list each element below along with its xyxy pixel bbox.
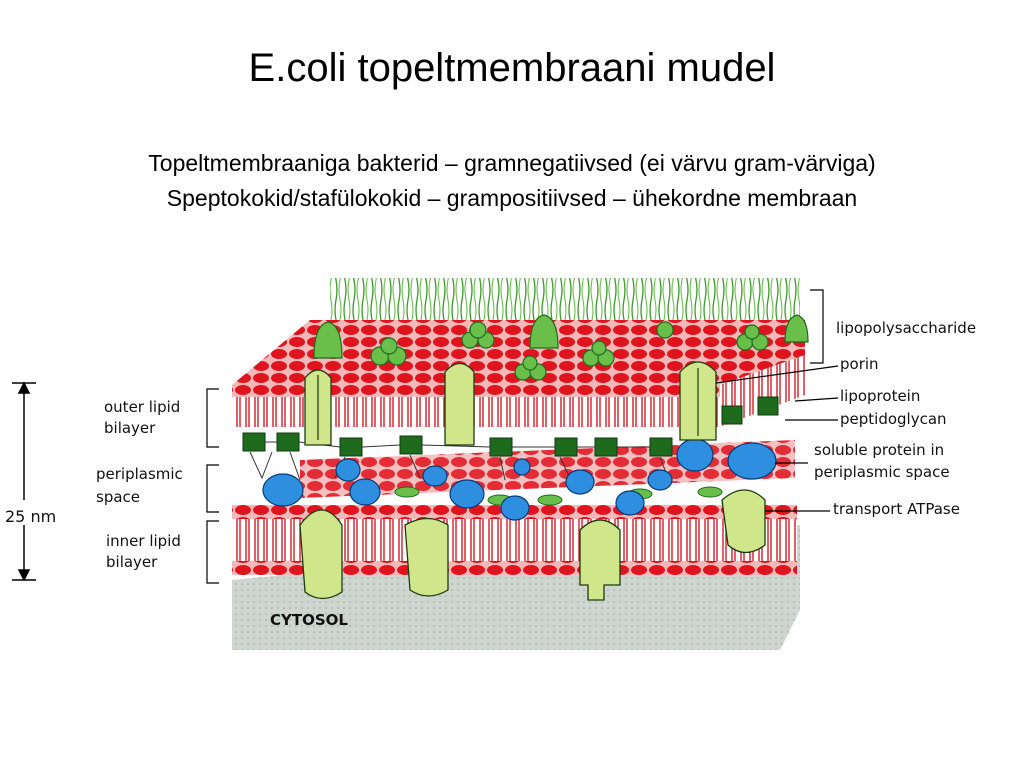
lipoprotein-label: lipoprotein — [840, 387, 921, 405]
scale-bar — [12, 381, 36, 582]
left-brackets — [206, 388, 219, 584]
porin-label: porin — [840, 355, 879, 373]
soluble-protein-label-line-2: periplasmic space — [814, 463, 950, 481]
slide-title: E.coli topeltmembraani mudel — [248, 46, 776, 90]
inner-lipid-bilayer-label-line-2: bilayer — [106, 553, 158, 571]
scale-label: 25 nm — [5, 507, 57, 526]
soluble-protein-label-line-1: soluble protein in — [814, 441, 945, 459]
transport-atpases — [299, 489, 766, 601]
outer-lipid-bilayer-label-line-1: outer lipid — [104, 398, 181, 416]
inner-membrane-heads-bottom — [232, 561, 797, 575]
peptidoglycan-label: peptidoglycan — [840, 410, 947, 428]
periplasmic-space-label-line-1: periplasmic — [96, 465, 183, 483]
cytosol-label: CYTOSOL — [270, 611, 348, 629]
soluble-proteins — [262, 438, 777, 521]
right-leaders — [715, 289, 839, 512]
periplasmic-space-label-line-2: space — [96, 488, 141, 506]
transport-atpase-label: transport ATPase — [833, 500, 960, 518]
slide-subtitle-line-2: Speptokokid/stafülokokid – grampositiivs… — [166, 185, 858, 211]
lps-core — [313, 314, 809, 381]
porin-channels — [317, 368, 699, 440]
inner-lipid-bilayer-label-line-1: inner lipid — [106, 532, 181, 550]
slide-subtitle-line-1: Topeltmembraaniga bakterid – gramnegatii… — [148, 150, 876, 176]
outer-membrane-heads-top — [232, 385, 720, 397]
lps-strands — [330, 278, 800, 323]
outer-lipid-bilayer-label-line-2: bilayer — [104, 419, 156, 437]
lipopolysaccharide-label: lipopolysaccharide — [836, 319, 977, 337]
